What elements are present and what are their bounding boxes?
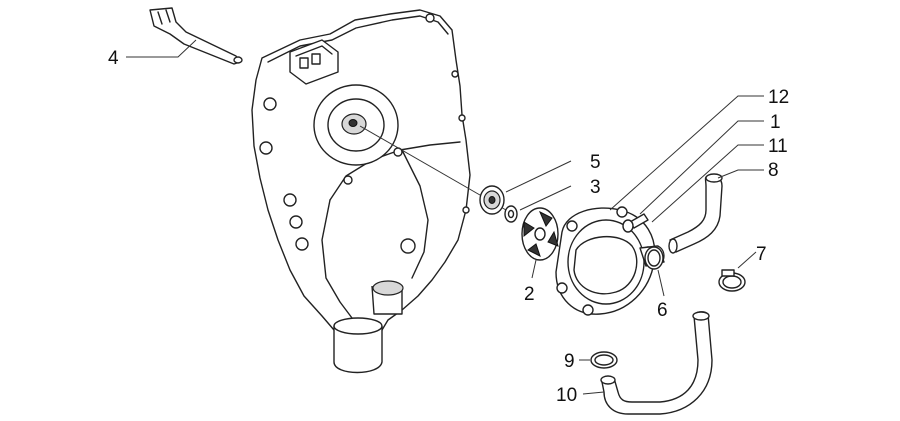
part-3-washer (504, 205, 518, 223)
callout-8: 8 (768, 160, 779, 181)
callout-11: 11 (768, 136, 788, 157)
part-6-clamp (644, 246, 664, 270)
callout-2: 2 (524, 284, 535, 305)
callout-6: 6 (657, 300, 668, 321)
part-11-bolt (622, 213, 649, 233)
part-10-hose (600, 311, 713, 415)
callout-3: 3 (590, 177, 601, 198)
part-8-hose (668, 173, 723, 254)
callout-1: 1 (770, 112, 781, 133)
callout-5: 5 (590, 152, 601, 173)
part-4-shaft (149, 7, 243, 65)
part-1-pump-cover (555, 206, 665, 316)
callout-12: 12 (768, 87, 789, 108)
part-5-seal (479, 185, 505, 215)
callout-9: 9 (564, 351, 575, 372)
leader-lines (126, 39, 764, 395)
part-9-clamp (590, 351, 618, 369)
callout-10: 10 (556, 385, 577, 406)
callout-4: 4 (108, 48, 119, 69)
callout-7: 7 (756, 244, 767, 265)
engine-side-cover (251, 9, 471, 374)
part-7-clamp (718, 269, 746, 292)
part-2-impeller (521, 207, 559, 261)
